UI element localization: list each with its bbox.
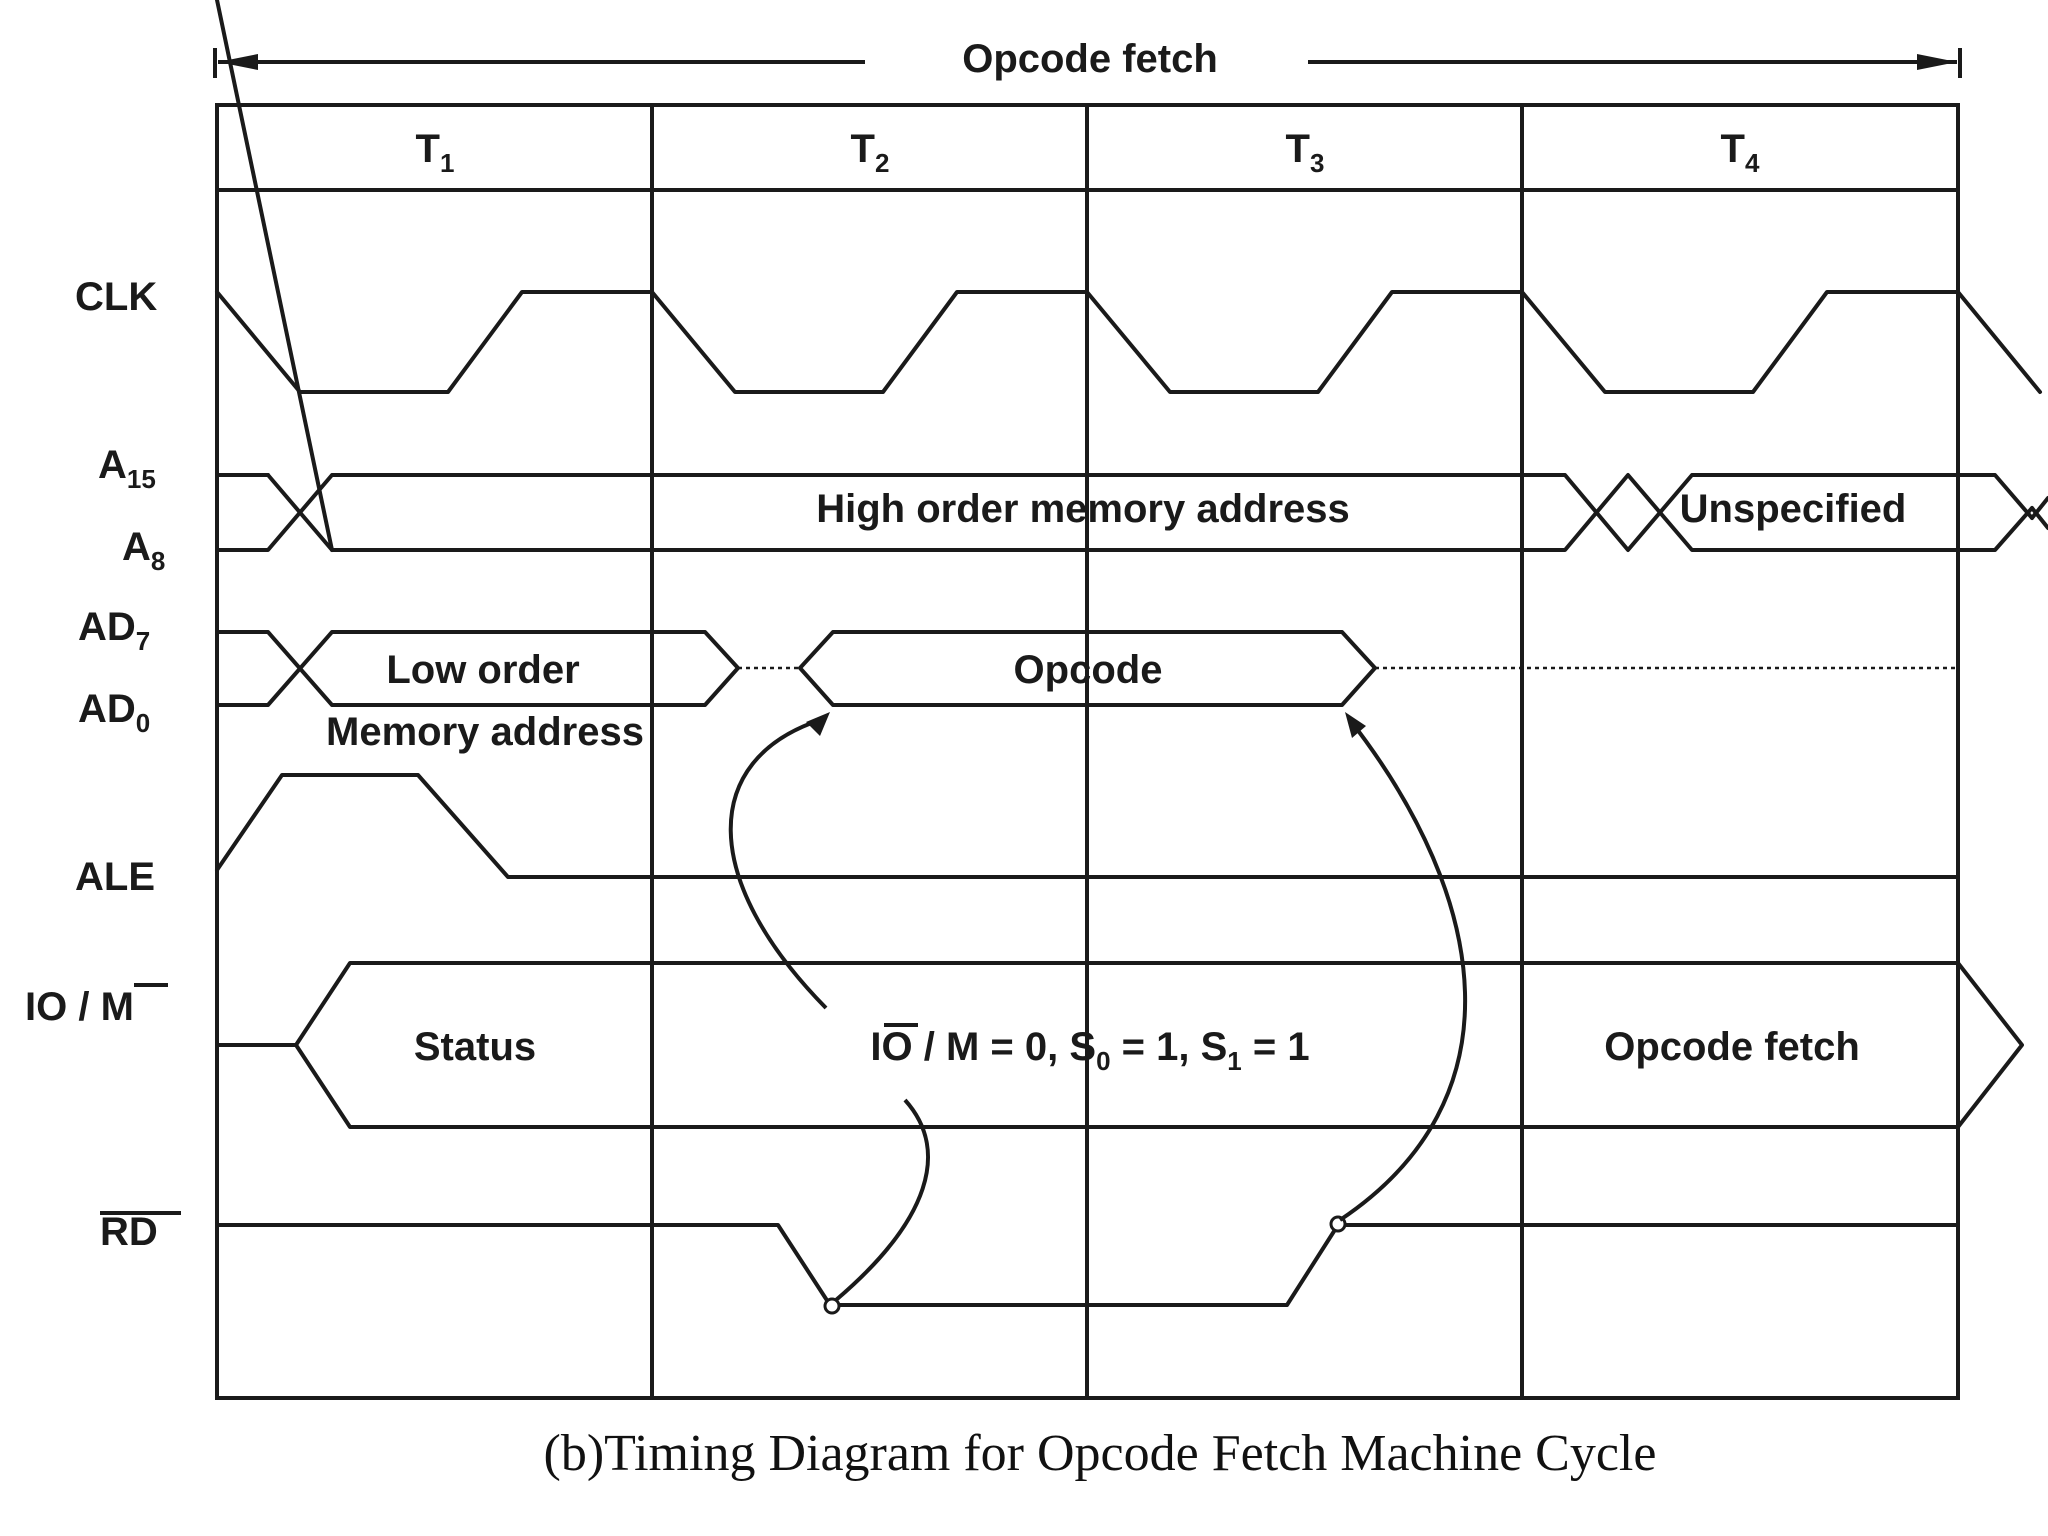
signal-label-ad7: AD7 xyxy=(78,605,150,656)
a15-a8-bus: High order memory address Unspecified xyxy=(215,0,2048,552)
opcode-fetch-span: Opcode fetch xyxy=(213,37,1962,81)
memory-address-text: Memory address xyxy=(326,710,644,754)
rd-rise-to-opcode-end-arrow xyxy=(1338,718,1467,1222)
span-label: Opcode fetch xyxy=(962,37,1218,81)
arrowhead-icon xyxy=(1345,712,1366,738)
status-values-text: IO / M = 0, S0 = 1, S1 = 1 xyxy=(870,1025,1309,1076)
state-t2: T2 xyxy=(851,127,890,178)
ad7-ad0-bus: Low order Memory address Opcode xyxy=(215,630,1958,754)
io-m-bus: Status IO / M = 0, S0 = 1, S1 = 1 Opcode… xyxy=(215,961,2024,1129)
clk-waveform xyxy=(215,290,2042,394)
svg-text:RD: RD xyxy=(100,1210,158,1254)
signal-label-ad0: AD0 xyxy=(78,687,150,738)
signal-label-io-m: IO / M xyxy=(25,983,168,1029)
signal-label-clk: CLK xyxy=(75,275,157,319)
state-t1: T1 xyxy=(416,127,455,178)
signal-label-rd: RD xyxy=(100,1210,181,1254)
opcode-text: Opcode xyxy=(1014,648,1163,692)
state-t3: T3 xyxy=(1286,127,1325,178)
span-right-arrow-icon xyxy=(1917,54,1957,70)
high-order-address-text: High order memory address xyxy=(816,487,1350,531)
low-order-text: Low order xyxy=(386,648,579,692)
rd-fall-marker xyxy=(823,1297,841,1315)
signal-label-ale: ALE xyxy=(75,855,155,899)
signal-label-a8: A8 xyxy=(122,525,165,576)
status-text: Status xyxy=(414,1025,536,1069)
arrowhead-icon xyxy=(806,712,830,736)
rd-fall-link-arrow xyxy=(834,1098,930,1302)
svg-text:IO / M: IO / M xyxy=(25,985,134,1029)
opcode-fetch-text: Opcode fetch xyxy=(1604,1025,1860,1069)
unspecified-text: Unspecified xyxy=(1680,487,1907,531)
rd-waveform xyxy=(215,1223,1960,1307)
ale-waveform xyxy=(215,773,1960,879)
figure-caption: (b)Timing Diagram for Opcode Fetch Machi… xyxy=(544,1425,1657,1482)
rd-to-opcode-start-arrow xyxy=(728,718,828,1010)
span-left-arrow-icon xyxy=(218,54,258,70)
signal-label-a15: A15 xyxy=(98,443,156,494)
state-grid xyxy=(215,103,1960,1400)
state-t4: T4 xyxy=(1721,127,1760,178)
